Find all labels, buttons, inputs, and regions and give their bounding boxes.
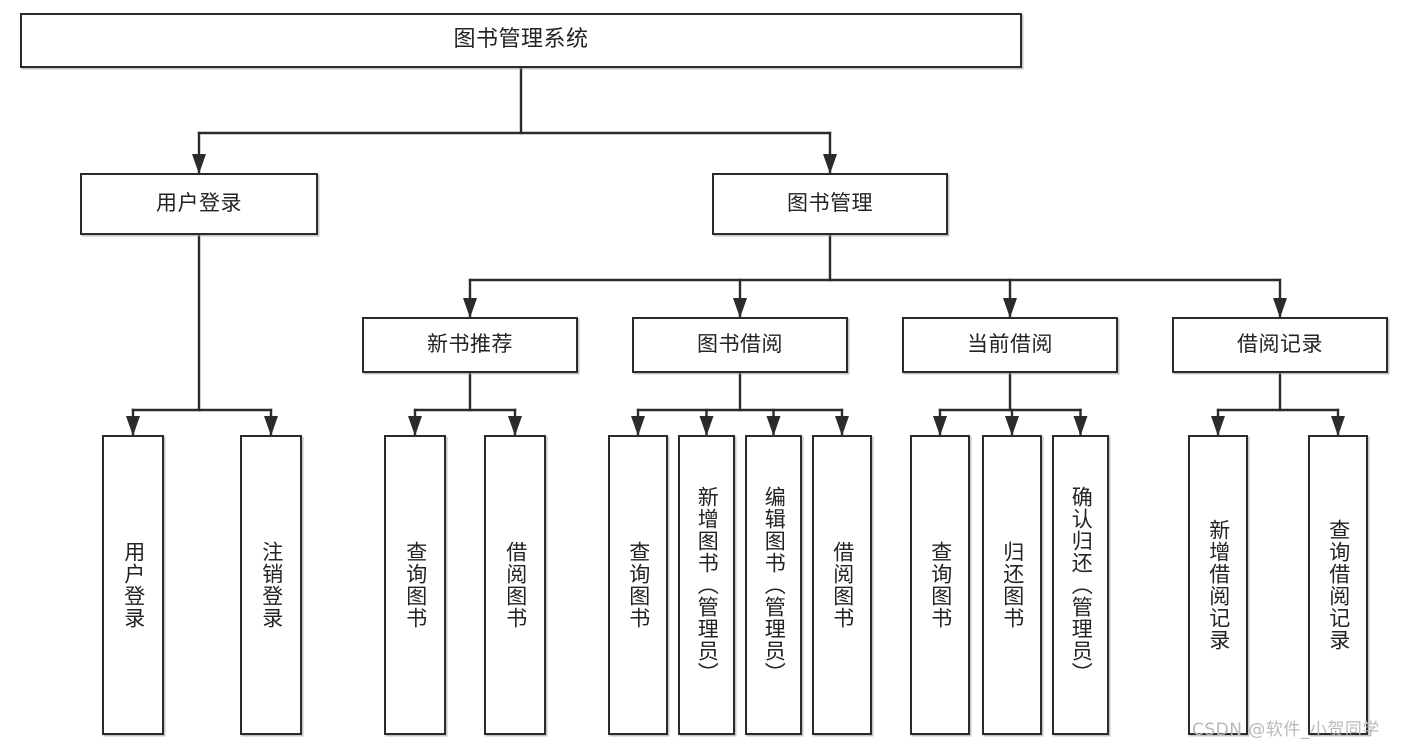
node-leaf-edit-book[interactable]: 编辑图书（管理员） bbox=[745, 435, 802, 735]
node-leaf-add-book[interactable]: 新增图书（管理员） bbox=[678, 435, 735, 735]
node-leaf-confirm-return[interactable]: 确认归还（管理员） bbox=[1052, 435, 1109, 735]
arrowhead-icon-new-book-rec bbox=[463, 298, 477, 318]
node-label-leaf-borrow-book-1: 借阅图书 bbox=[503, 541, 528, 629]
node-label-leaf-confirm-return: 确认归还（管理员） bbox=[1069, 486, 1094, 684]
node-label-leaf-borrow-book-2: 借阅图书 bbox=[830, 541, 855, 629]
node-new-book-rec[interactable]: 新书推荐 bbox=[362, 317, 578, 373]
node-label-new-book-rec: 新书推荐 bbox=[427, 332, 513, 357]
arrowhead-icon-leaf-confirm-return bbox=[1073, 416, 1088, 436]
arrowhead-icon-leaf-borrow-book-1 bbox=[508, 416, 522, 436]
arrowhead-icon-leaf-add-record bbox=[1211, 416, 1225, 436]
node-label-leaf-query-book-1: 查询图书 bbox=[403, 541, 428, 629]
arrowhead-icon-leaf-query-book-3 bbox=[933, 416, 947, 436]
arrowhead-icon-book-borrow bbox=[733, 298, 747, 318]
node-current-borrow[interactable]: 当前借阅 bbox=[902, 317, 1118, 373]
node-borrow-record[interactable]: 借阅记录 bbox=[1172, 317, 1388, 373]
node-leaf-query-book-1[interactable]: 查询图书 bbox=[384, 435, 446, 735]
arrowhead-icon-leaf-return-book bbox=[1005, 416, 1019, 436]
node-label-leaf-user-logout: 注销登录 bbox=[259, 541, 284, 629]
arrowhead-icon-leaf-query-book-1 bbox=[408, 416, 422, 436]
arrowhead-icon-leaf-query-book-2 bbox=[631, 416, 645, 436]
node-label-leaf-query-book-3: 查询图书 bbox=[928, 541, 953, 629]
node-label-leaf-add-book: 新增图书（管理员） bbox=[695, 486, 720, 684]
node-leaf-borrow-book-2[interactable]: 借阅图书 bbox=[812, 435, 872, 735]
node-label-leaf-user-login: 用户登录 bbox=[121, 541, 146, 629]
node-root[interactable]: 图书管理系统 bbox=[20, 13, 1022, 68]
node-label-current-borrow: 当前借阅 bbox=[967, 332, 1053, 357]
arrowhead-icon-leaf-edit-book bbox=[766, 416, 781, 436]
csdn-watermark: CSDN @软件_小贺同学 bbox=[1192, 720, 1380, 740]
node-book-borrow[interactable]: 图书借阅 bbox=[632, 317, 848, 373]
node-book-manage[interactable]: 图书管理 bbox=[712, 173, 948, 235]
node-label-root: 图书管理系统 bbox=[453, 27, 589, 53]
node-leaf-user-login[interactable]: 用户登录 bbox=[102, 435, 164, 735]
node-label-borrow-record: 借阅记录 bbox=[1237, 332, 1323, 357]
arrowhead-icon-borrow-record bbox=[1273, 298, 1287, 318]
node-label-user-login: 用户登录 bbox=[156, 191, 242, 216]
node-label-leaf-query-book-2: 查询图书 bbox=[626, 541, 651, 629]
node-leaf-query-record[interactable]: 查询借阅记录 bbox=[1308, 435, 1368, 735]
arrowhead-icon-current-borrow bbox=[1003, 298, 1017, 318]
node-label-leaf-return-book: 归还图书 bbox=[1000, 541, 1025, 629]
arrowhead-icon-leaf-query-record bbox=[1331, 416, 1345, 436]
arrowhead-icon-book-manage bbox=[823, 154, 837, 174]
node-label-leaf-edit-book: 编辑图书（管理员） bbox=[762, 486, 787, 684]
arrowhead-icon-leaf-borrow-book-2 bbox=[835, 416, 849, 436]
arrowhead-icon-leaf-user-logout bbox=[264, 416, 278, 436]
node-leaf-user-logout[interactable]: 注销登录 bbox=[240, 435, 302, 735]
node-label-leaf-query-record: 查询借阅记录 bbox=[1326, 519, 1351, 651]
node-leaf-query-book-3[interactable]: 查询图书 bbox=[910, 435, 970, 735]
node-leaf-query-book-2[interactable]: 查询图书 bbox=[608, 435, 668, 735]
node-leaf-borrow-book-1[interactable]: 借阅图书 bbox=[484, 435, 546, 735]
node-user-login[interactable]: 用户登录 bbox=[80, 173, 318, 235]
node-leaf-return-book[interactable]: 归还图书 bbox=[982, 435, 1042, 735]
node-label-book-manage: 图书管理 bbox=[787, 191, 873, 216]
node-label-book-borrow: 图书借阅 bbox=[697, 332, 783, 357]
arrowhead-icon-leaf-add-book bbox=[699, 416, 714, 436]
arrowhead-icon-leaf-user-login bbox=[126, 416, 140, 436]
node-label-leaf-add-record: 新增借阅记录 bbox=[1206, 519, 1231, 651]
arrowhead-icon-user-login bbox=[192, 154, 206, 174]
node-leaf-add-record[interactable]: 新增借阅记录 bbox=[1188, 435, 1248, 735]
